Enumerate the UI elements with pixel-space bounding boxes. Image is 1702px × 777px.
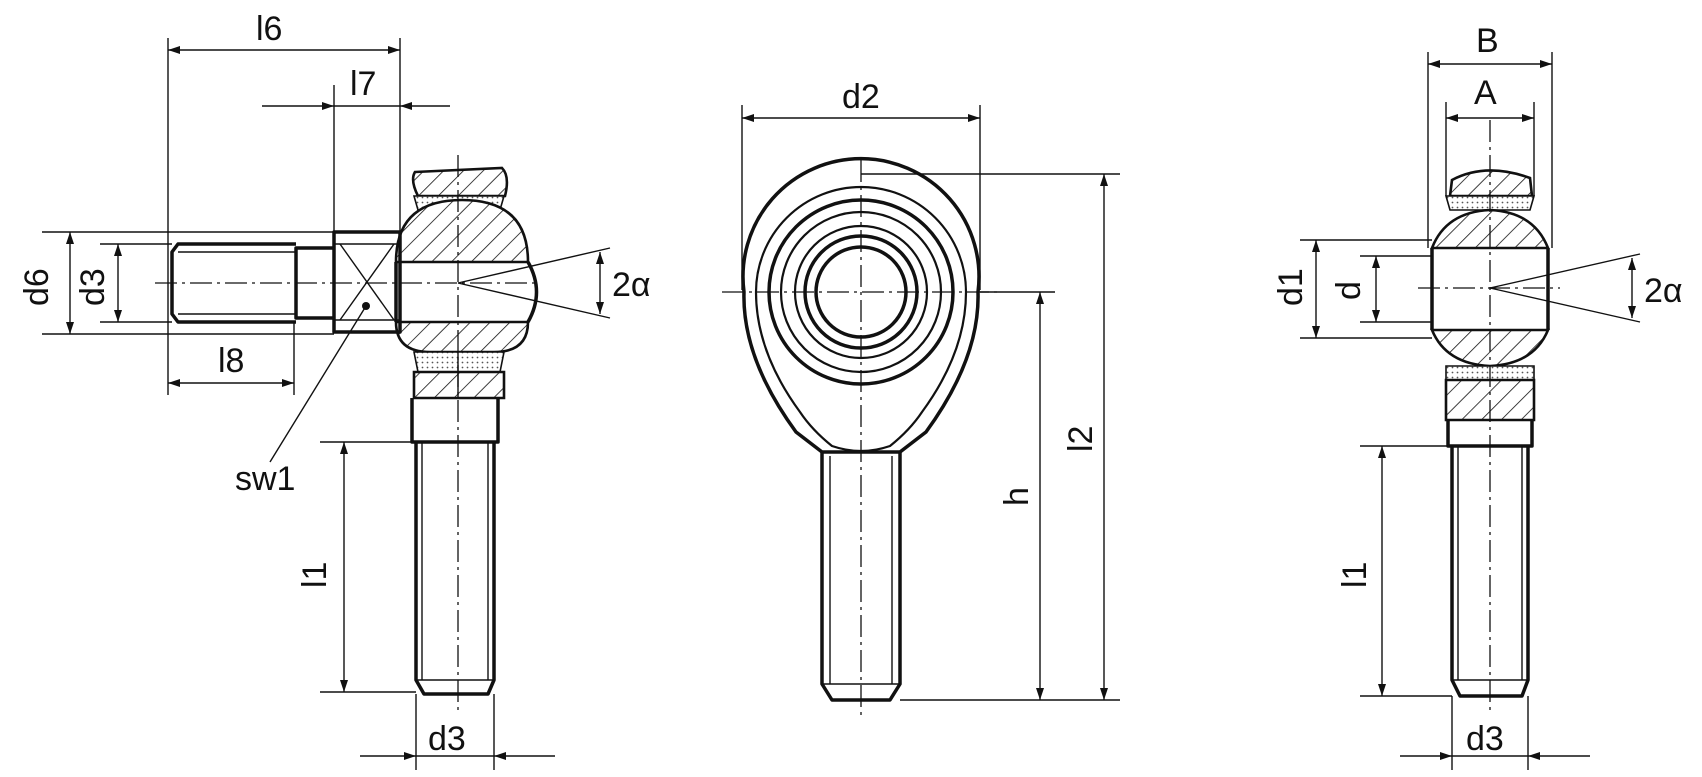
liner-bottom bbox=[413, 351, 505, 373]
label-sw1: sw1 bbox=[235, 460, 295, 498]
label-d3-right: d3 bbox=[1466, 720, 1504, 758]
label-A: A bbox=[1474, 74, 1497, 112]
threaded-shank bbox=[414, 442, 496, 696]
left-view-sectioned-rod-end bbox=[155, 155, 611, 710]
ball-outline bbox=[394, 261, 539, 323]
right-angle-line-upper bbox=[1489, 253, 1641, 289]
label-d1: d1 bbox=[1272, 268, 1310, 306]
label-d3-left: d3 bbox=[428, 720, 466, 758]
angle-line-lower bbox=[457, 282, 611, 319]
label-l6: l6 bbox=[256, 10, 282, 48]
right-angle-line-lower bbox=[1489, 287, 1641, 323]
right-housing-top bbox=[1448, 169, 1534, 198]
label-h: h bbox=[998, 487, 1036, 506]
eye-outline bbox=[741, 157, 981, 454]
ball-top-section bbox=[394, 198, 530, 264]
label-l1-right: l1 bbox=[1336, 562, 1374, 588]
label-two-alpha-left: 2α bbox=[612, 266, 651, 304]
label-d: d bbox=[1330, 281, 1368, 300]
label-two-alpha-right: 2α bbox=[1644, 272, 1683, 310]
label-l2: l2 bbox=[1062, 426, 1100, 452]
left-view-dimensions: l6 l7 d6 d3 l8 sw1 l1 d3 2α bbox=[18, 10, 651, 770]
middle-view-front-elevation bbox=[722, 157, 1000, 715]
hex-sw1 bbox=[332, 230, 402, 334]
label-d2: d2 bbox=[842, 78, 880, 116]
right-ball-sides bbox=[1430, 248, 1550, 330]
housing-bottom-section bbox=[412, 370, 506, 400]
label-l7: l7 bbox=[350, 65, 376, 103]
right-view-dimensions: B A d1 d 2α l1 d3 bbox=[1272, 22, 1683, 770]
label-l8: l8 bbox=[218, 342, 244, 380]
eye-inner-contour bbox=[754, 185, 968, 453]
housing-top-section bbox=[411, 166, 509, 198]
sw1-leader bbox=[269, 305, 367, 463]
right-threaded-shank bbox=[1450, 446, 1530, 698]
ball-bottom-section bbox=[394, 320, 530, 354]
middle-view-dimensions: d2 h l2 bbox=[741, 78, 1120, 701]
label-l1-left: l1 bbox=[296, 562, 334, 588]
hex-flat-marker-b bbox=[339, 243, 395, 321]
angle-line-upper bbox=[457, 247, 611, 284]
label-d6: d6 bbox=[18, 268, 56, 306]
label-B: B bbox=[1476, 22, 1499, 60]
shank-neck bbox=[410, 398, 500, 444]
right-view-section bbox=[1418, 120, 1641, 715]
label-d3-side: d3 bbox=[74, 268, 112, 306]
